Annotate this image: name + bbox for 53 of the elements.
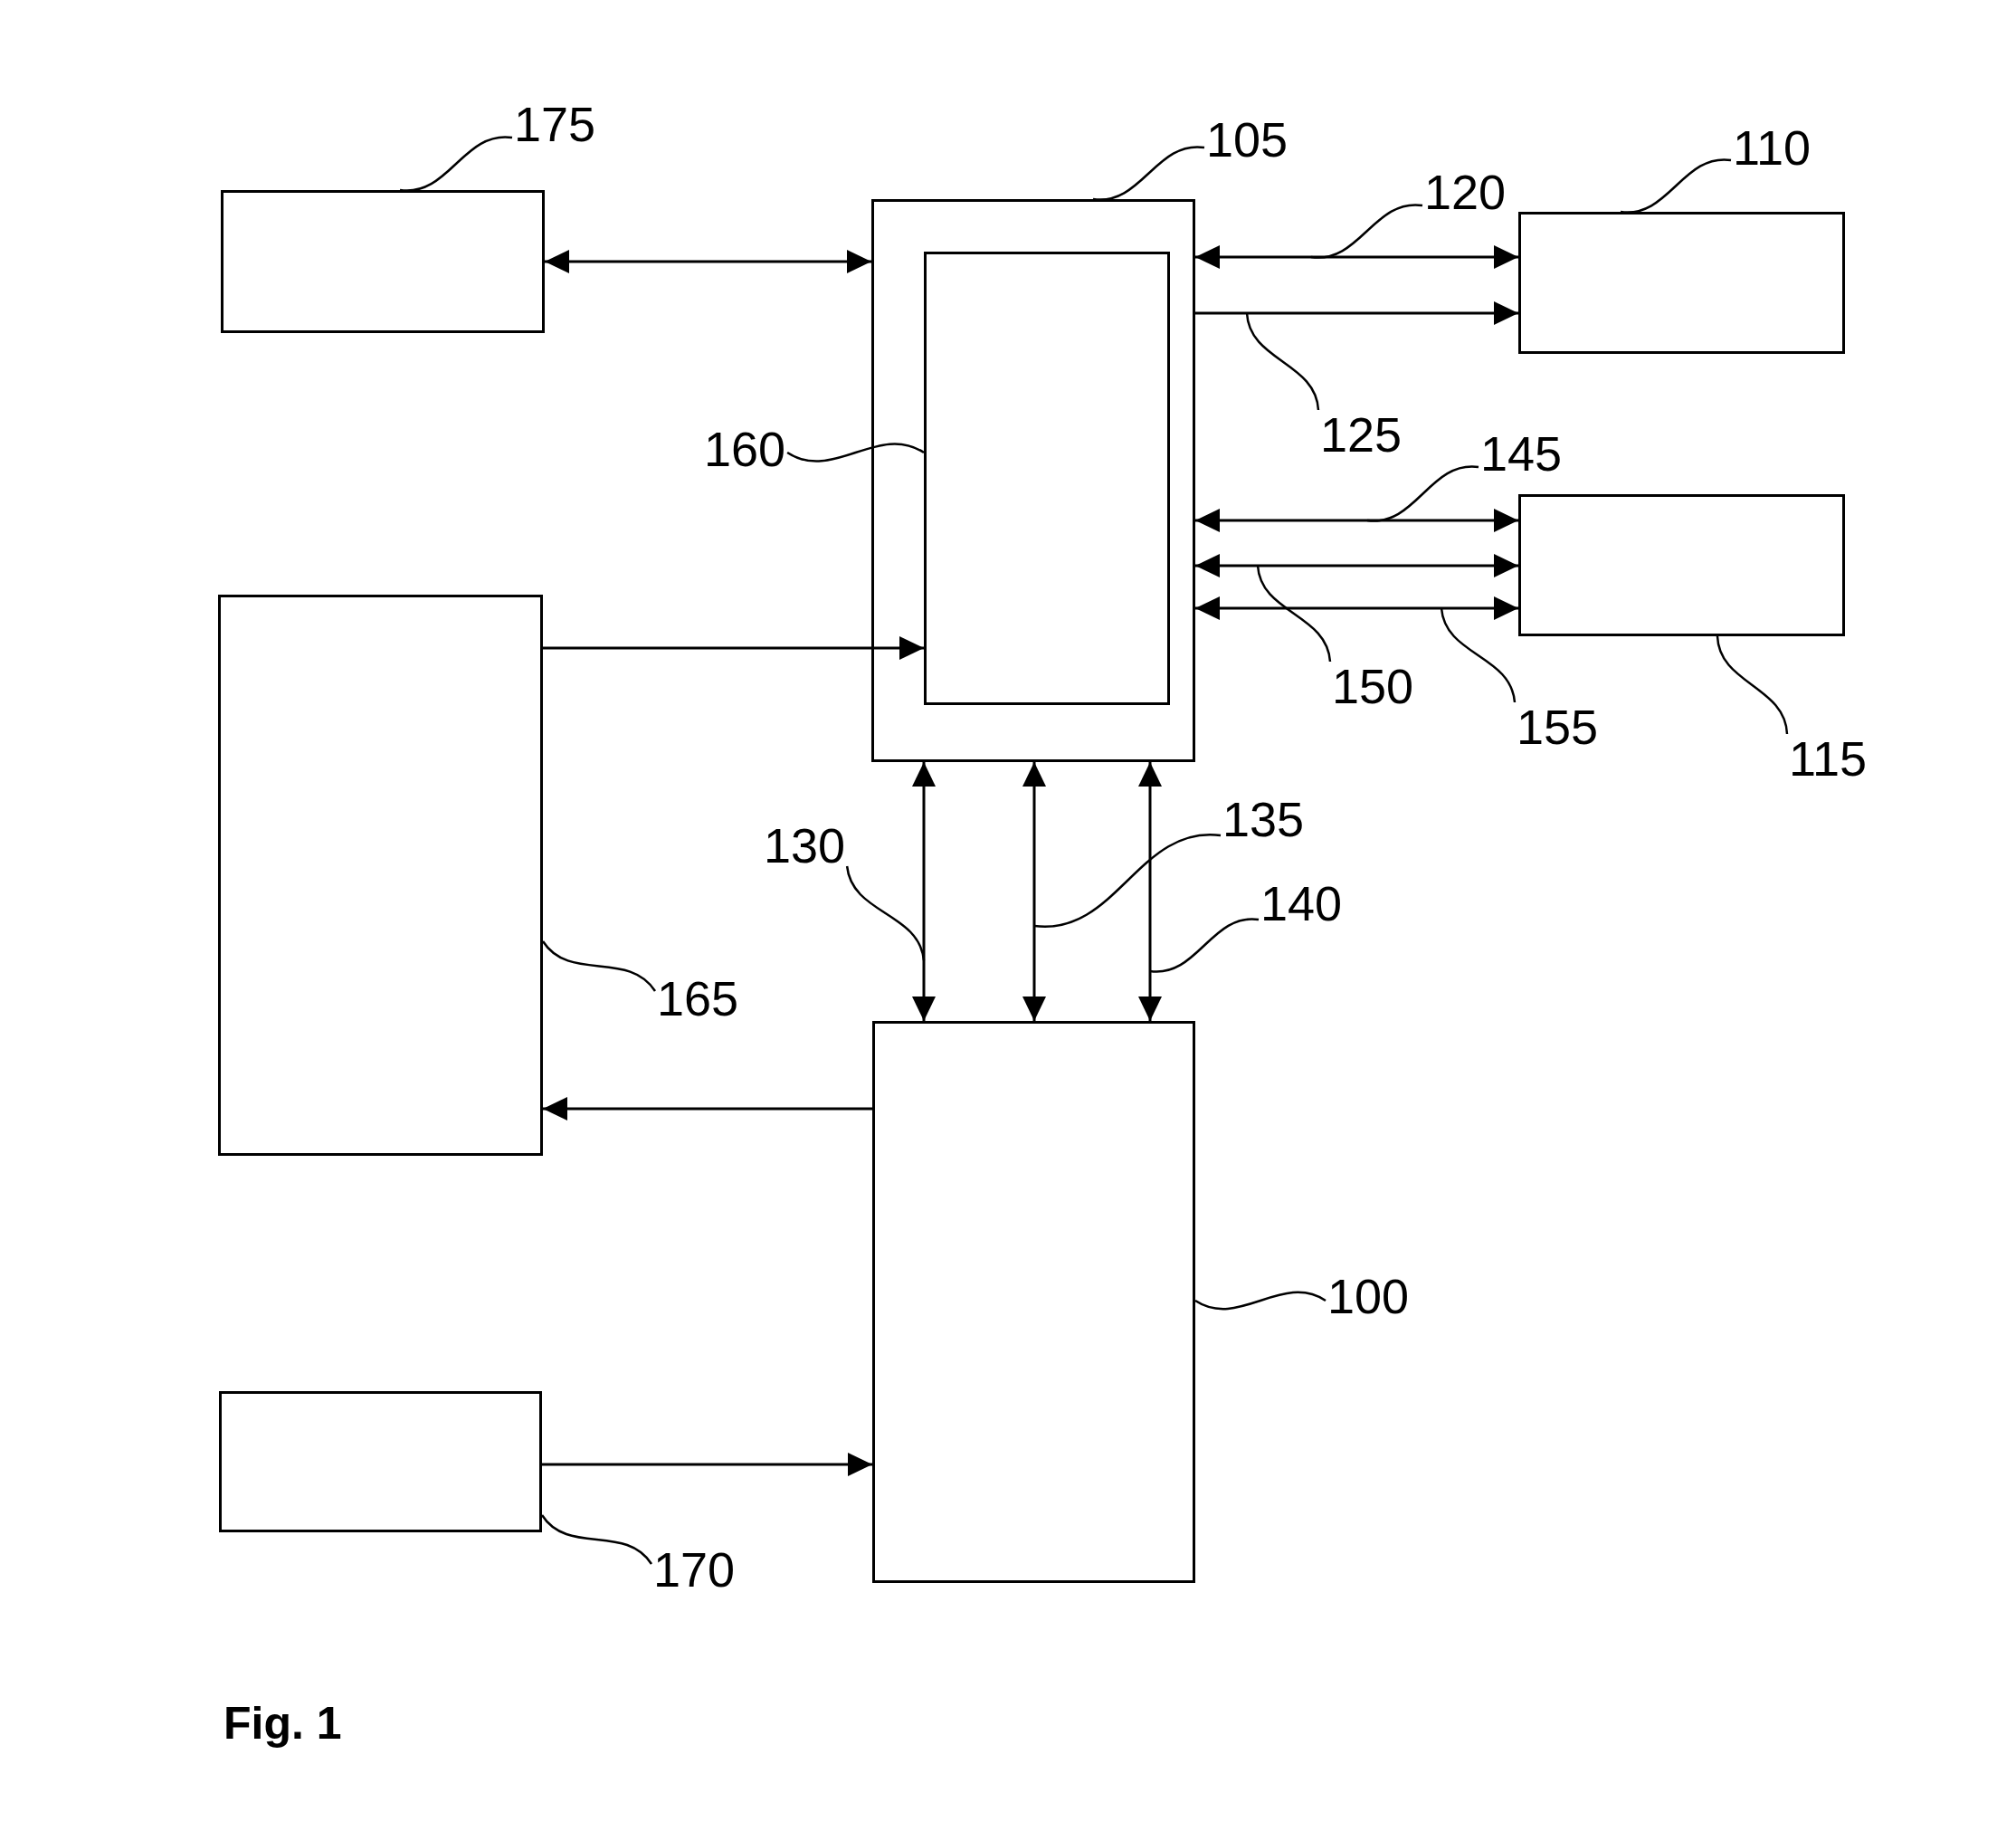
arrow xyxy=(545,250,871,273)
arrow xyxy=(1138,762,1162,1021)
callout-number: 125 xyxy=(1318,410,1404,459)
arrow xyxy=(542,1453,872,1476)
block xyxy=(1518,494,1845,636)
leader-line xyxy=(542,940,656,992)
callout-number: 140 xyxy=(1259,879,1345,928)
callout-number: 145 xyxy=(1479,429,1564,478)
callout-number: 130 xyxy=(762,821,848,870)
block xyxy=(221,190,545,333)
figure-caption: Fig. 1 xyxy=(223,1701,342,1746)
arrow xyxy=(912,762,936,1021)
callout-number: 150 xyxy=(1330,662,1416,710)
leader-line xyxy=(1310,204,1423,259)
block xyxy=(1518,212,1845,354)
leader-line xyxy=(1034,834,1221,928)
callout-number: 170 xyxy=(651,1545,737,1594)
leader-line xyxy=(541,1514,652,1565)
block xyxy=(219,1391,542,1532)
leader-line xyxy=(1716,635,1789,735)
leader-line xyxy=(1245,312,1320,411)
callout-number: 120 xyxy=(1422,167,1508,216)
leader-line xyxy=(1620,158,1732,214)
block xyxy=(924,252,1170,705)
callout-number: 155 xyxy=(1515,702,1601,751)
arrow xyxy=(1195,245,1518,269)
arrow xyxy=(1195,301,1518,325)
arrow xyxy=(1022,762,1046,1021)
arrow xyxy=(1195,596,1518,620)
block xyxy=(871,199,1195,762)
callout-number: 175 xyxy=(512,100,598,148)
leader-line xyxy=(1256,565,1332,663)
arrow xyxy=(543,636,924,660)
leader-line xyxy=(1440,607,1517,703)
leader-line xyxy=(1194,1291,1327,1311)
block xyxy=(872,1021,1195,1583)
block xyxy=(218,595,543,1156)
arrow xyxy=(1195,509,1518,532)
leader-line xyxy=(1366,465,1479,522)
leader-line xyxy=(786,443,925,463)
callout-number: 160 xyxy=(702,424,788,473)
arrow xyxy=(543,1097,872,1121)
callout-number: 115 xyxy=(1787,734,1869,783)
leader-line xyxy=(845,865,926,961)
arrow xyxy=(1195,554,1518,577)
callout-number: 165 xyxy=(655,974,741,1023)
callout-number: 100 xyxy=(1326,1272,1412,1321)
leader-line xyxy=(1092,146,1205,201)
callout-number: 135 xyxy=(1221,795,1307,844)
callout-number: 105 xyxy=(1204,115,1290,164)
callout-number: 110 xyxy=(1731,123,1813,172)
leader-line xyxy=(1149,918,1260,973)
leader-line xyxy=(399,136,513,192)
